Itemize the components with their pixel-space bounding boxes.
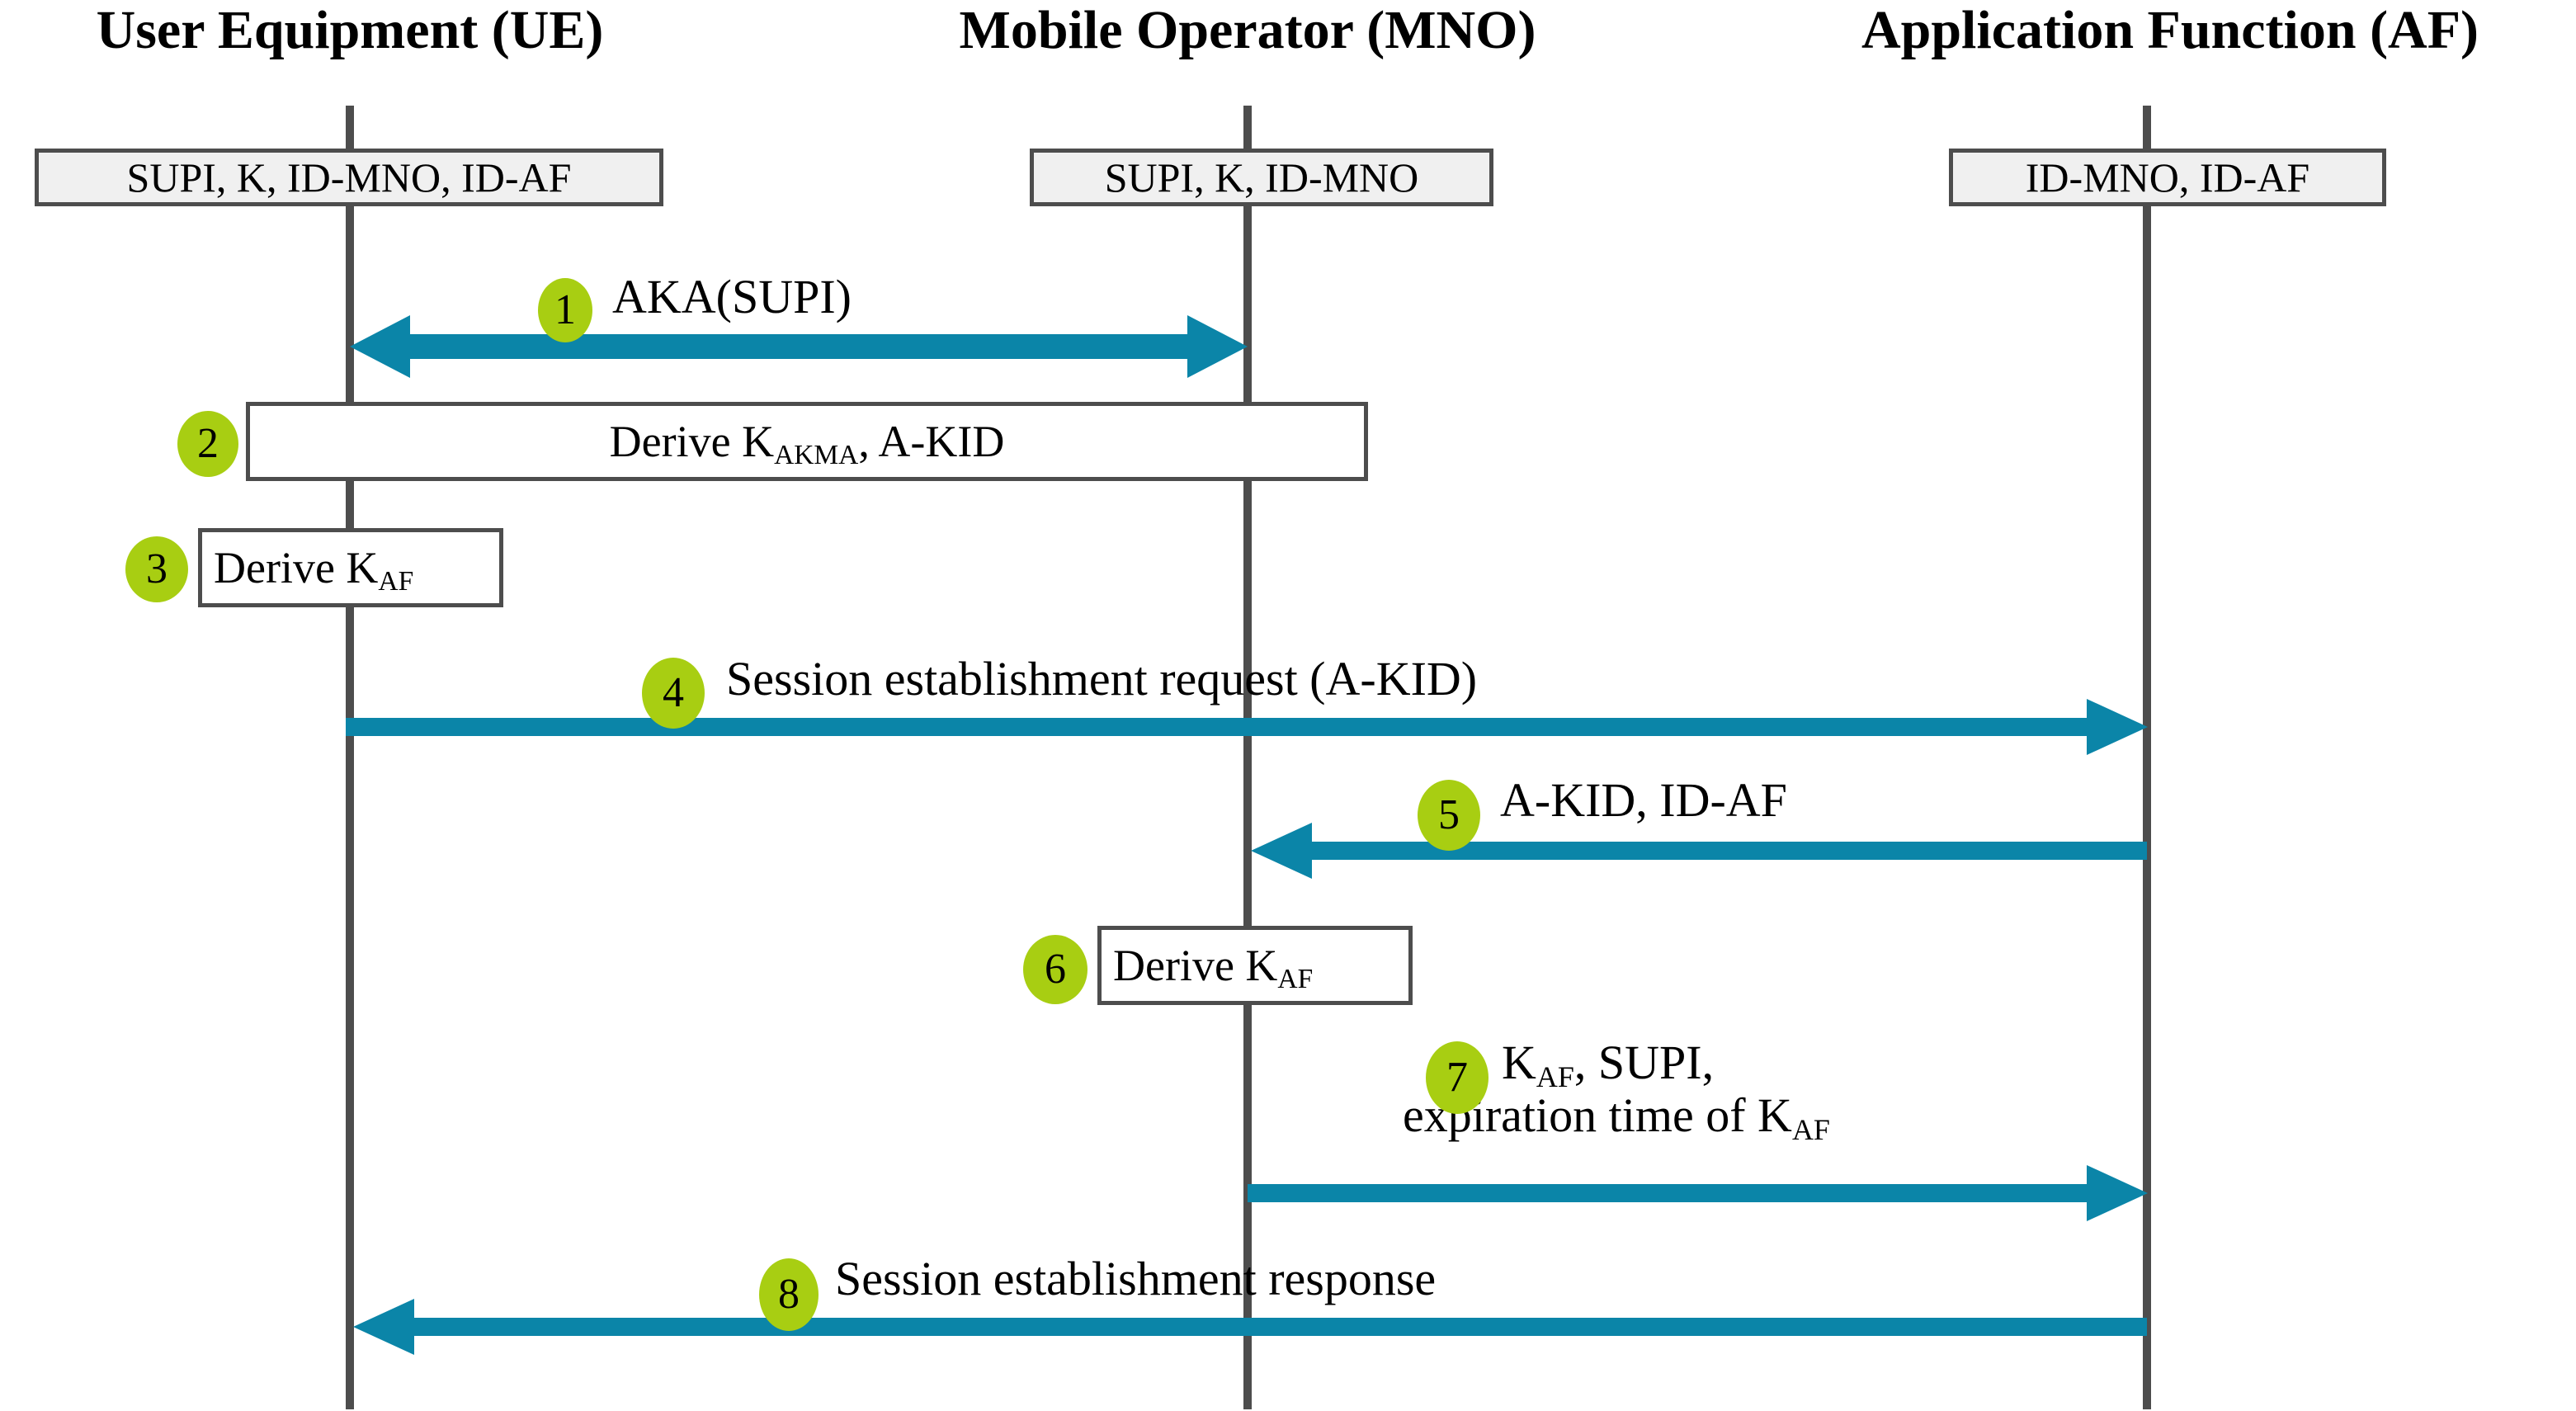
- step-badge-3: 3: [125, 536, 188, 602]
- step-label-7-line2: expiration time of KAF: [1403, 1088, 1830, 1146]
- step-label-5: A-KID, ID-AF: [1500, 773, 1787, 827]
- arrow-step-7: [1248, 1163, 2151, 1223]
- lifeline-mno: [1243, 106, 1252, 1409]
- process-box-step-6-label: Derive KAF: [1113, 941, 1314, 995]
- actor-title-af: Application Function (AF): [1861, 0, 2479, 60]
- step-label-4: Session establishment request (A-KID): [726, 654, 1477, 705]
- step-label-1: AKA(SUPI): [612, 270, 852, 323]
- step-badge-6: 6: [1023, 935, 1087, 1004]
- actor-title-ue: User Equipment (UE): [96, 0, 604, 60]
- process-box-step-2: Derive KAKMA, A-KID: [246, 402, 1368, 481]
- arrow-step-4: [346, 697, 2151, 757]
- step-label-4-text: Session establishment request (A-KID): [726, 652, 1478, 706]
- process-box-step-3-label: Derive KAF: [214, 543, 414, 597]
- step-label-8: Session establishment response: [835, 1252, 1437, 1305]
- step-label-7-line1: KAF, SUPI,: [1502, 1036, 1715, 1094]
- step-label-1-text: AKA(SUPI): [612, 270, 852, 323]
- actor-title-mno: Mobile Operator (MNO): [959, 0, 1536, 60]
- step-badge-8: 8: [759, 1258, 819, 1331]
- knowledge-box-mno: SUPI, K, ID-MNO: [1030, 149, 1493, 206]
- step-label-5-text: A-KID, ID-AF: [1500, 773, 1787, 827]
- step-label-7: KAF, SUPI, expiration time of KAF: [1403, 1036, 2112, 1146]
- step-badge-7: 7: [1426, 1041, 1489, 1114]
- arrow-step-1: [346, 312, 1252, 381]
- lifeline-ue: [346, 106, 354, 1409]
- step-badge-2: 2: [177, 411, 238, 477]
- knowledge-box-af: ID-MNO, ID-AF: [1949, 149, 2386, 206]
- process-box-step-6: Derive KAF: [1097, 926, 1413, 1005]
- step-badge-1: 1: [538, 278, 592, 342]
- knowledge-box-ue: SUPI, K, ID-MNO, ID-AF: [35, 149, 663, 206]
- process-box-step-2-label: Derive KAKMA, A-KID: [609, 417, 1005, 471]
- step-badge-5: 5: [1418, 780, 1480, 851]
- step-badge-4: 4: [642, 658, 705, 729]
- arrow-step-5: [1248, 821, 2147, 880]
- process-box-step-3: Derive KAF: [198, 528, 503, 607]
- step-label-8-text: Session establishment response: [835, 1252, 1437, 1305]
- arrow-step-8: [350, 1297, 2147, 1357]
- lifeline-af: [2143, 106, 2151, 1409]
